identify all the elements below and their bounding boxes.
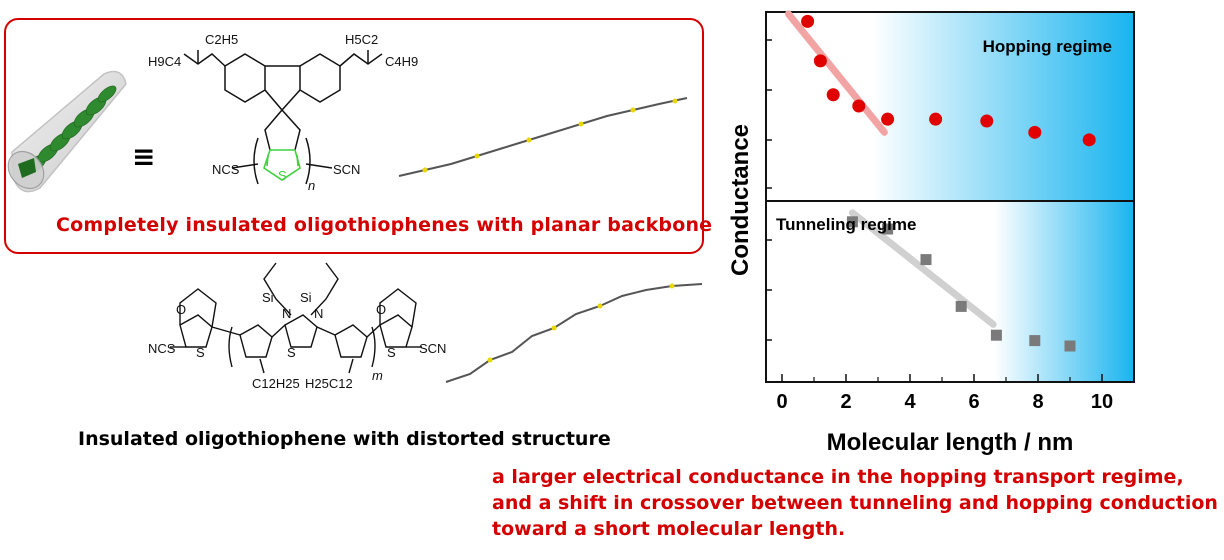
distorted-oligothiophene-structure	[170, 262, 422, 374]
planar-oligothiophene-structure	[183, 50, 383, 185]
o-label-2: O	[376, 302, 387, 317]
distorted-backbone-model	[445, 283, 703, 383]
ncs-bottom-label: NCS	[148, 341, 176, 356]
tunneling-regime-label: Tunneling regime	[776, 215, 916, 234]
hopping-point-1	[813, 54, 827, 68]
insulated-wire-illustration	[7, 70, 127, 193]
box-title: Completely insulated oligothiophenes wit…	[56, 214, 713, 236]
hopping-point-4	[881, 112, 895, 126]
summary-text: a larger electrical conductance in the h…	[492, 464, 1218, 542]
hopping-regime-label: Hopping regime	[983, 37, 1112, 56]
summary-line-3: toward a short molecular length.	[492, 518, 846, 540]
n-label-1: N	[282, 306, 292, 321]
ncs-top-label: NCS	[212, 162, 240, 177]
hopping-point-6	[980, 114, 994, 128]
x-axis-label: Molecular length / nm	[827, 429, 1074, 456]
distorted-caption: Insulated oligothiophene with distorted …	[78, 428, 611, 450]
scn-top-label: SCN	[333, 162, 361, 177]
scn-bottom-label: SCN	[419, 341, 447, 356]
summary-line-2: and a shift in crossover between tunneli…	[492, 492, 1218, 514]
c4h9-label: C4H9	[385, 54, 419, 69]
x-tick-label-4: 4	[904, 391, 916, 413]
equivalence-symbol: ≡	[132, 140, 156, 173]
h5c2-label: H5C2	[345, 32, 379, 47]
planar-oligothiophene-box	[4, 18, 704, 254]
fit-line-1	[848, 209, 997, 328]
x-tick-label-0: 0	[776, 391, 787, 413]
tunneling-point-0	[846, 216, 858, 228]
x-tick-label-6: 6	[968, 391, 979, 413]
x-tick-label-2: 2	[840, 391, 851, 413]
hopping-shade	[872, 12, 1134, 200]
tunneling-point-3	[955, 300, 967, 312]
hopping-point-0	[801, 14, 815, 28]
h9c4-label: H9C4	[148, 54, 182, 69]
hopping-point-3	[852, 99, 866, 113]
hopping-point-5	[929, 112, 943, 126]
tunneling-point-5	[1029, 335, 1041, 347]
y-axis-label: Conductance	[727, 124, 754, 276]
s-label-3: S	[387, 345, 396, 360]
s-label-2: S	[287, 345, 296, 360]
h25c12-label: H25C12	[305, 376, 353, 391]
tunneling-point-2	[920, 254, 932, 266]
tunneling-point-6	[1064, 340, 1076, 352]
tunneling-point-4	[990, 329, 1002, 341]
hopping-point-8	[1082, 133, 1096, 147]
hopping-point-7	[1028, 125, 1042, 139]
tunneling-shade	[994, 202, 1134, 382]
c12h25-label: C12H25	[252, 376, 300, 391]
plot-frame	[765, 11, 1135, 383]
m-subscript: m	[372, 368, 383, 383]
si-label-2: Si	[300, 290, 312, 305]
n-subscript: n	[308, 178, 316, 193]
si-label-1: Si	[262, 290, 274, 305]
thiophene-s-label: S	[278, 168, 287, 183]
n-label-2: N	[314, 306, 324, 321]
s-label-1: S	[196, 345, 205, 360]
hopping-point-2	[826, 88, 840, 102]
fit-line-0	[784, 10, 888, 136]
x-tick-label-10: 10	[1091, 391, 1113, 413]
planar-backbone-model	[398, 97, 688, 177]
o-label-1: O	[176, 302, 187, 317]
x-tick-label-8: 8	[1032, 391, 1043, 413]
conductance-chart: 0 2 4 6 8 10 Conductance Molecular length / n…	[727, 10, 1135, 456]
c2h5-label: C2H5	[205, 32, 239, 47]
summary-line-1: a larger electrical conductance in the h…	[492, 466, 1184, 488]
tunneling-point-1	[882, 223, 894, 235]
